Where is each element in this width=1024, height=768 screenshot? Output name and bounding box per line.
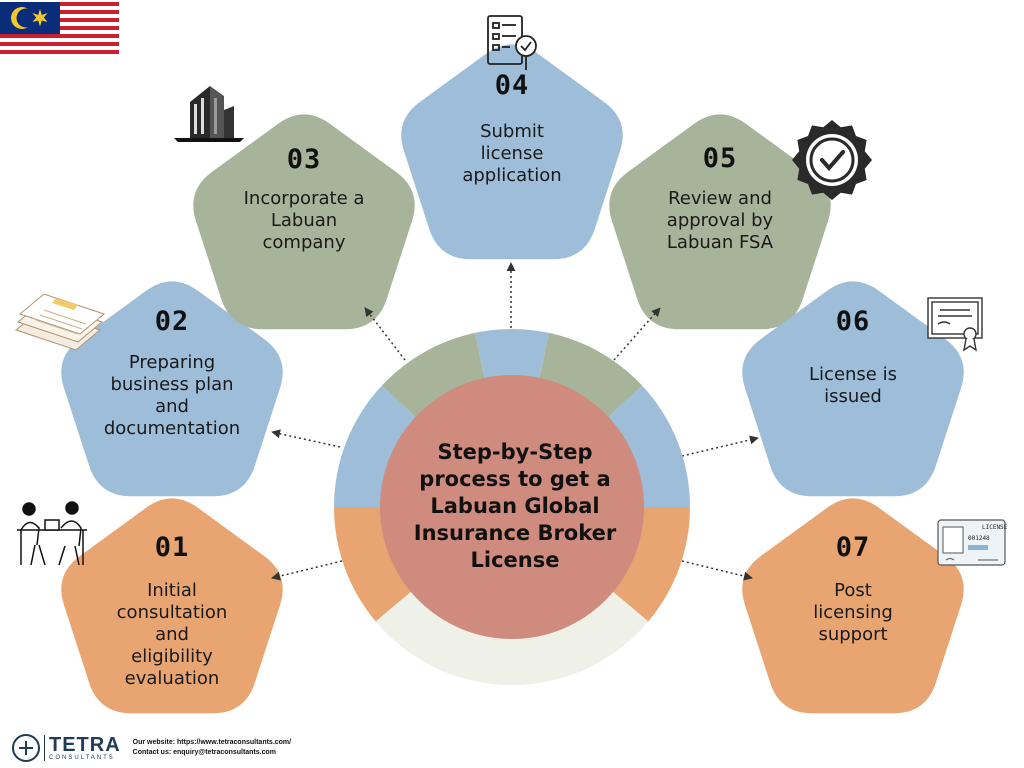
checklist-icon (487, 15, 537, 70)
connector-arrows (271, 262, 759, 581)
ring-segment-02 (334, 385, 417, 507)
website-link[interactable]: Our website: https://www.tetraconsultant… (132, 739, 292, 746)
ring-segment-04 (474, 329, 550, 380)
footer: TETRA CONSULTANTS Our website: https://w… (12, 733, 291, 763)
step-01-text: consultation (117, 602, 228, 623)
ring-segment-03 (381, 332, 485, 419)
step-01-pentagon (61, 498, 283, 714)
approval-badge-icon (792, 120, 872, 200)
step-07-number: 07 (836, 532, 871, 563)
ring-segment-07 (611, 507, 690, 622)
arrow-to-step-02 (271, 429, 341, 448)
step-02-number: 02 (155, 306, 190, 337)
step-06-pentagon (742, 281, 964, 497)
svg-text:001248: 001248 (968, 535, 990, 542)
brand-logo: TETRA CONSULTANTS (44, 735, 121, 761)
step-02-text: Preparing (129, 352, 215, 373)
step-05-text: approval by (667, 210, 774, 231)
step-05-pentagon (609, 114, 831, 330)
step-04-pentagon (401, 44, 623, 260)
step-01-text: Initial (147, 580, 197, 601)
document-stack-icon (14, 293, 106, 351)
certificate-icon (927, 297, 983, 352)
step-02-text: documentation (104, 418, 240, 439)
ring-segment-05 (539, 332, 643, 419)
step-01-text: and (155, 624, 189, 645)
ring-segment-06 (607, 385, 690, 507)
step-04-text: Submit (480, 121, 544, 142)
license-card-icon: LICENSE 001248 (937, 519, 1008, 566)
malaysia-flag-icon (0, 2, 119, 57)
step-03-text: company (263, 232, 346, 253)
step-01-text: eligibility (131, 646, 213, 667)
step-04-number: 04 (495, 70, 530, 101)
tetra-logo-icon (12, 734, 40, 762)
center-circle (380, 375, 644, 639)
brand-name: TETRA (49, 734, 121, 756)
center-title-line: Step-by-Step (437, 440, 592, 464)
step-07-text: Post (834, 580, 872, 601)
step-02-text: business plan (110, 374, 233, 395)
step-02-pentagon (61, 281, 283, 497)
arrow-to-step-06 (681, 435, 759, 457)
people-at-desk-icon (17, 501, 87, 566)
arrow-to-step-03 (364, 307, 406, 361)
center-title: Step-by-Step process to get a Labuan Globa… (414, 440, 617, 572)
center-title-line: Insurance Broker (414, 521, 617, 545)
step-03-text: Labuan (271, 210, 337, 231)
step-05-text: Review and (668, 188, 772, 209)
step-06-text: License is (809, 364, 897, 385)
brand-subtitle: CONSULTANTS (49, 755, 115, 761)
step-06-number: 06 (836, 306, 871, 337)
step-03-number: 03 (287, 144, 322, 175)
step-07-text: support (818, 624, 887, 645)
ring-segment-01 (334, 507, 413, 622)
step-01-text: evaluation (125, 668, 220, 689)
center-title-line: Labuan Global (430, 494, 599, 518)
step-07-pentagon (742, 498, 964, 714)
arrow-to-step-05 (613, 307, 661, 361)
center-title-line: process to get a (419, 467, 610, 491)
step-07-text: licensing (813, 602, 893, 623)
step-01-number: 01 (155, 532, 190, 563)
contact-email[interactable]: Contact us: enquiry@tetraconsultants.com (132, 749, 277, 756)
step-03-text: Incorporate a (244, 188, 365, 209)
office-building-icon (174, 86, 244, 142)
step-05-number: 05 (703, 143, 738, 174)
step-04-text: application (462, 165, 561, 186)
arrow-to-step-07 (681, 560, 753, 581)
step-03-pentagon (193, 114, 415, 330)
step-01: 01Initialconsultationandeligibilityevalu… (61, 498, 283, 714)
step-02-text: and (155, 396, 189, 417)
svg-text:LICENSE: LICENSE (982, 524, 1008, 531)
center-title-line: License (471, 548, 560, 572)
arrow-to-step-01 (271, 560, 343, 581)
contact-block: Our website: https://www.tetraconsultant… (133, 738, 291, 758)
step-05-text: Labuan FSA (667, 232, 774, 253)
step-04-text: license (481, 143, 544, 164)
step-06-text: issued (824, 386, 882, 407)
